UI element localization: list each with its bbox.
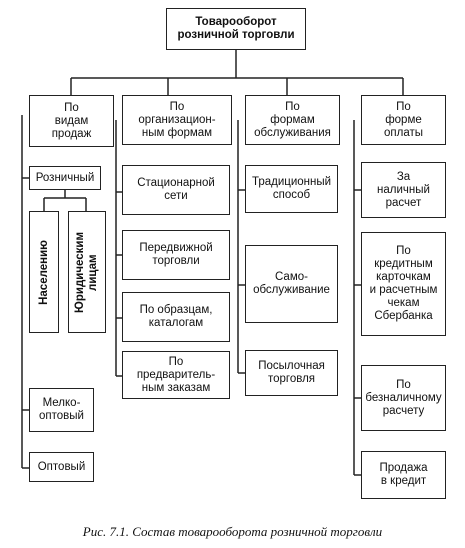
legal-entities-box: Юридическим лицам xyxy=(68,211,106,333)
org-form-label: Стационарной сети xyxy=(137,177,215,202)
legal-entities-label: Юридическим лицам xyxy=(74,231,99,313)
category-label: По видам продаж xyxy=(51,101,92,140)
payment-form-credit: Продажа в кредит xyxy=(361,451,446,499)
retail-box: Розничный xyxy=(29,166,101,190)
category-org-forms: По организацион- ным формам xyxy=(122,95,232,145)
org-form-preorder: По предваритель- ным заказам xyxy=(122,351,230,399)
root-node: Товарооборот розничной торговли xyxy=(166,8,306,50)
service-form-label: Традиционный способ xyxy=(251,176,332,201)
payment-form-cash: За наличный расчет xyxy=(361,162,446,218)
category-label: По форме оплаты xyxy=(383,100,423,139)
category-payment-forms: По форме оплаты xyxy=(361,95,446,145)
payment-form-noncash: По безналичному расчету xyxy=(361,365,446,431)
small-wholesale-box: Мелко- оптовый xyxy=(29,388,94,432)
service-form-label: Само- обслуживание xyxy=(253,271,330,296)
org-form-label: Передвижной торговли xyxy=(139,242,213,267)
payment-form-label: Продажа в кредит xyxy=(379,462,428,487)
org-form-label: По образцам, каталогам xyxy=(139,304,213,329)
wholesale-box: Оптовый xyxy=(29,452,94,482)
payment-form-label: По кредитным карточкам и расчетным чекам… xyxy=(369,245,438,322)
small-wholesale-label: Мелко- оптовый xyxy=(39,397,84,422)
org-form-label: По предваритель- ным заказам xyxy=(136,355,216,394)
category-service-forms: По формам обслуживания xyxy=(245,95,340,145)
org-form-stationary: Стационарной сети xyxy=(122,165,230,215)
payment-form-label: За наличный расчет xyxy=(377,170,430,209)
org-form-mobile: Передвижной торговли xyxy=(122,230,230,280)
category-sales-types: По видам продаж xyxy=(29,95,114,147)
category-label: По формам обслуживания xyxy=(254,100,331,139)
service-form-traditional: Традиционный способ xyxy=(245,165,338,213)
population-box: Населению xyxy=(29,211,59,333)
category-label: По организацион- ным формам xyxy=(138,100,216,139)
wholesale-label: Оптовый xyxy=(37,460,86,473)
figure-caption: Рис. 7.1. Состав товарооборота розничной… xyxy=(82,524,383,539)
payment-form-label: По безналичному расчету xyxy=(365,378,442,417)
retail-label: Розничный xyxy=(35,171,95,184)
root-label: Товарооборот розничной торговли xyxy=(177,16,295,41)
org-form-catalog: По образцам, каталогам xyxy=(122,292,230,342)
service-form-mail-order: Посылочная торговля xyxy=(245,350,338,396)
service-form-self-service: Само- обслуживание xyxy=(245,245,338,323)
payment-form-cards: По кредитным карточкам и расчетным чекам… xyxy=(361,232,446,336)
population-label: Населению xyxy=(37,239,50,305)
service-form-label: Посылочная торговля xyxy=(258,360,325,385)
